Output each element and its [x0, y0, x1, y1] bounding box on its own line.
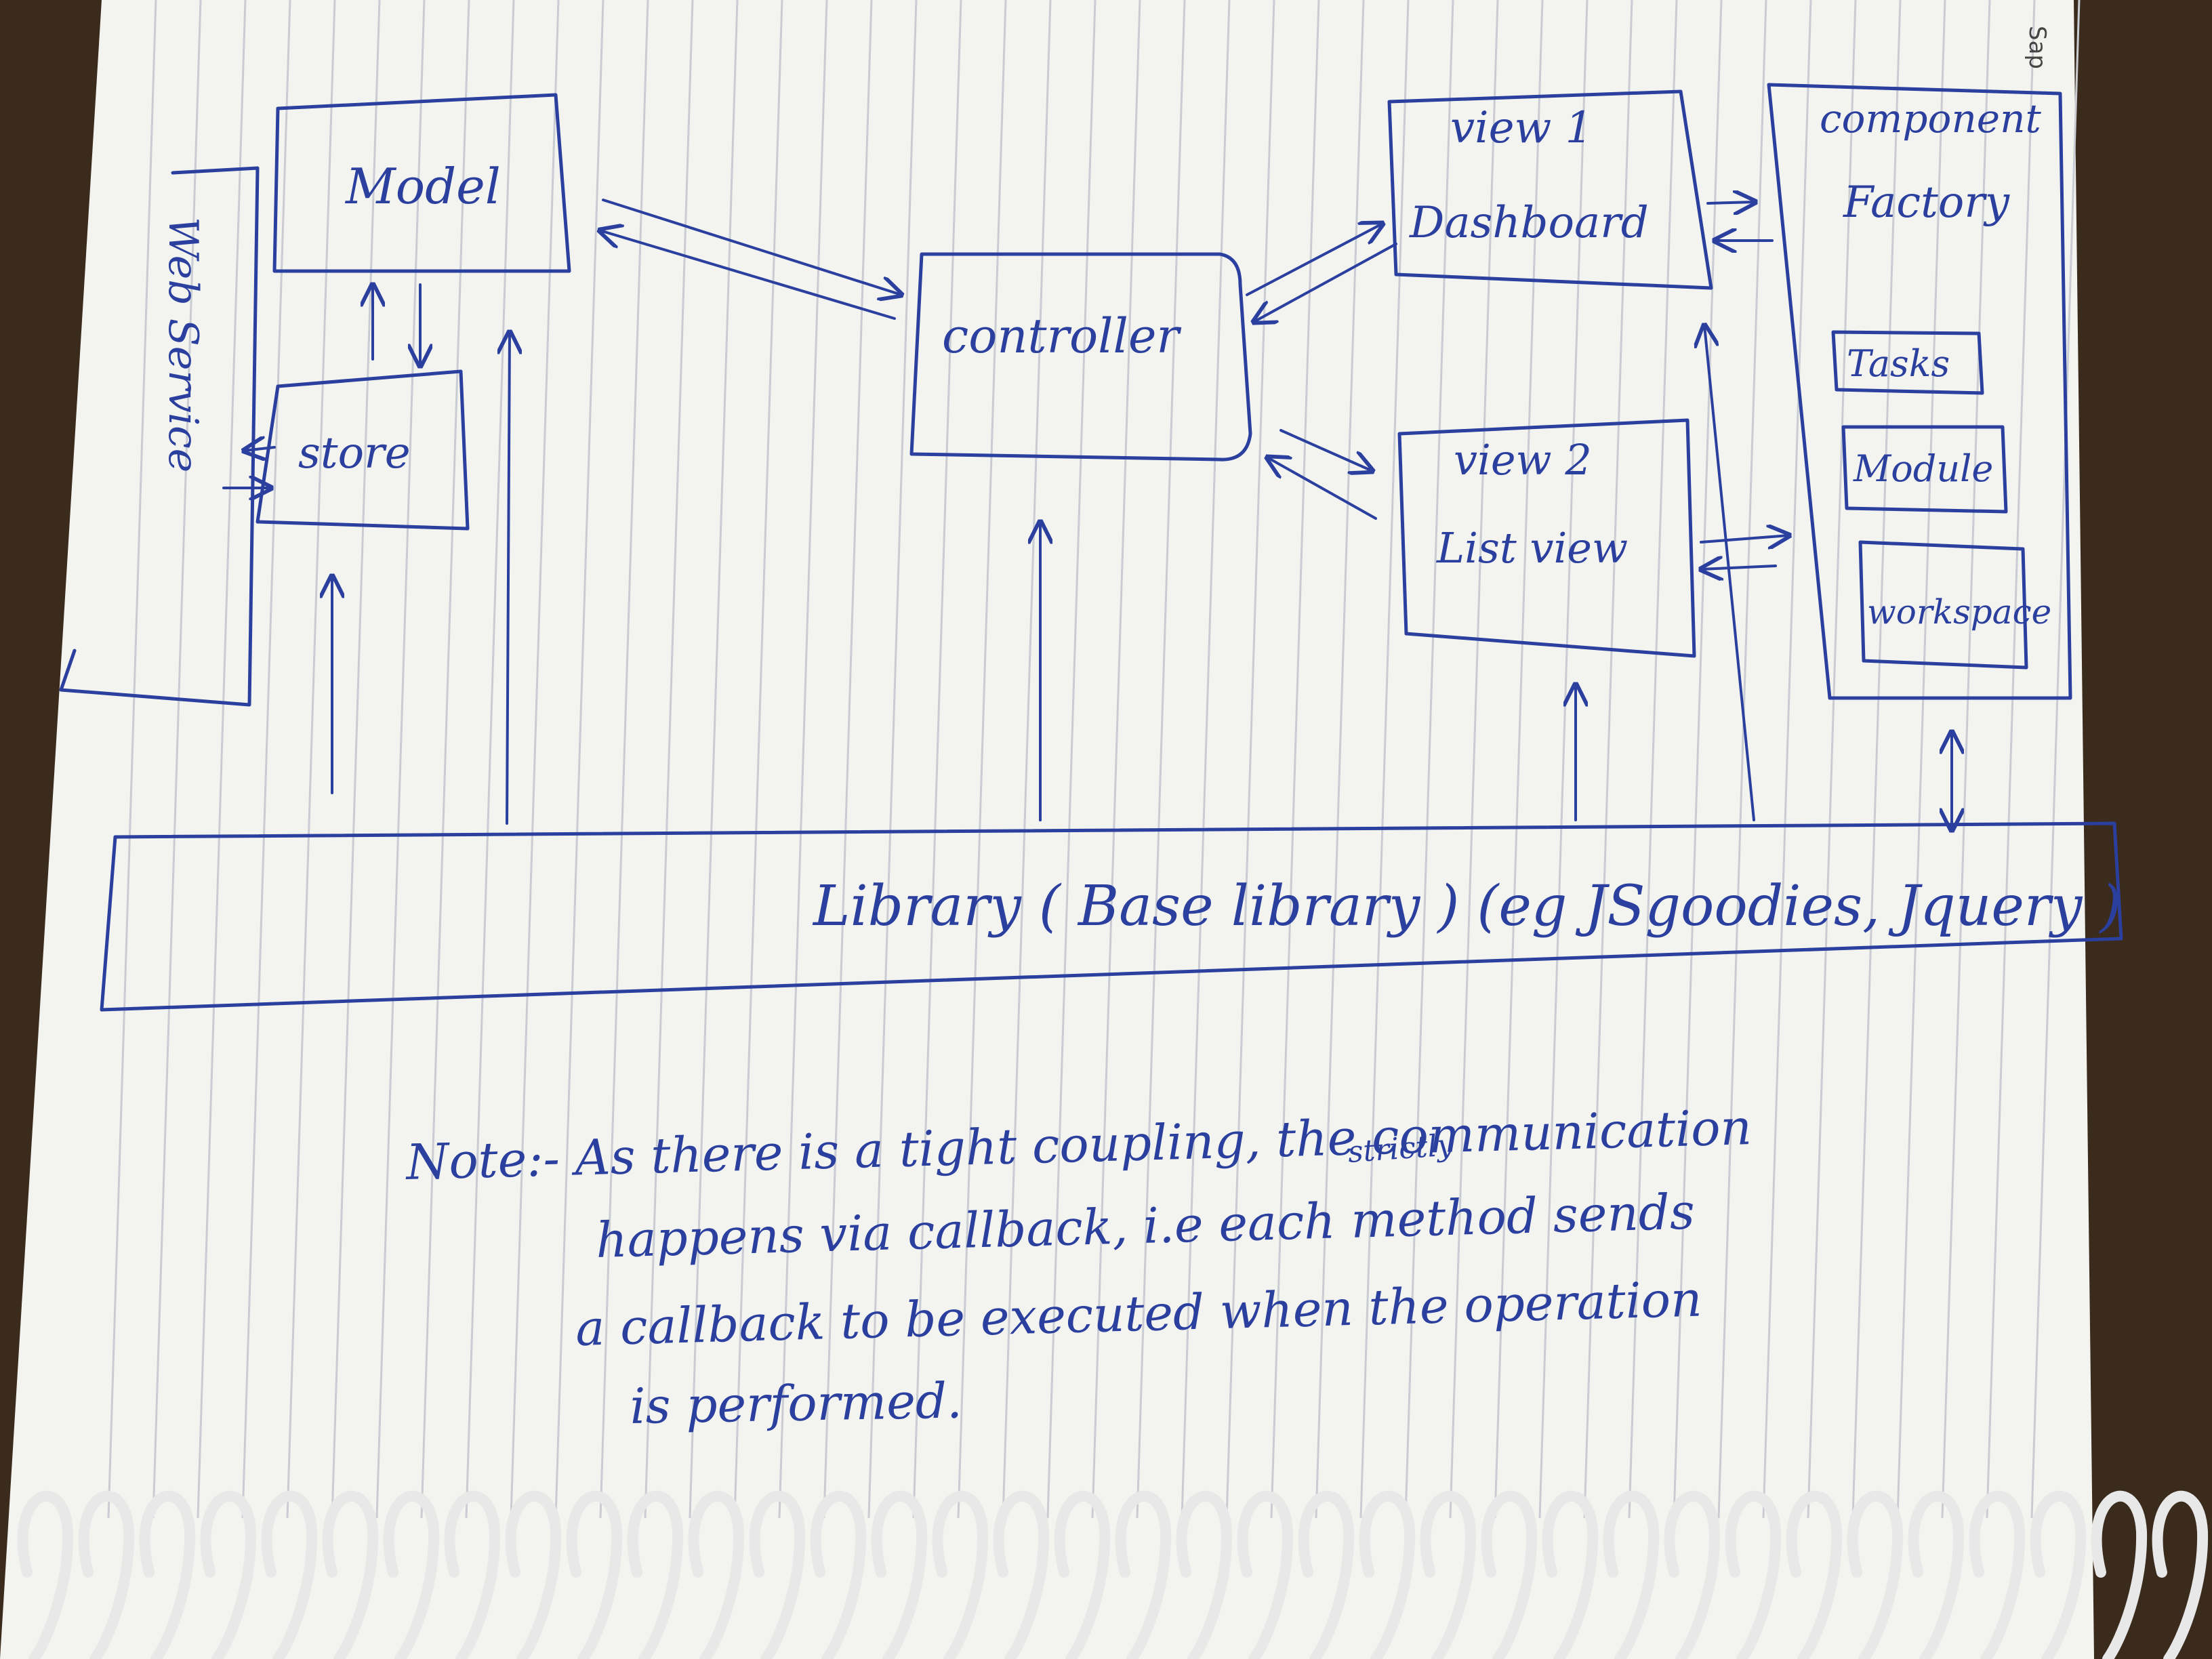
spiral-ring [1603, 1490, 1660, 1659]
spiral-ring [1298, 1490, 1355, 1659]
library-label: Library ( Base library ) (eg JSgoodies, … [812, 874, 2121, 939]
ruled-line [599, 0, 649, 1519]
ruled-line [1628, 0, 1678, 1519]
ruled-line [554, 0, 605, 1519]
spiral-ring [1359, 1490, 1416, 1659]
factory-title: component [1820, 96, 2041, 142]
view1-title: view 1 [1450, 103, 1593, 153]
component-factory-box: component Factory Tasks Module workspace [1767, 83, 2072, 700]
ruled-line [375, 0, 426, 1519]
spiral-binding [17, 1490, 2209, 1659]
ruled-line [1538, 0, 1589, 1519]
spiral-ring [810, 1490, 867, 1659]
controller-box: controller [909, 252, 1252, 462]
spiral-ring [1420, 1490, 1477, 1659]
view2-title: view 2 [1454, 435, 1592, 485]
workspace-label: workspace [1867, 592, 2051, 632]
spiral-ring [261, 1490, 318, 1659]
ruled-line [465, 0, 515, 1519]
spiral-ring [2030, 1490, 2087, 1659]
spiral-ring [2091, 1490, 2148, 1659]
controller-label: controller [942, 308, 1181, 364]
spiral-ring [1969, 1490, 2026, 1659]
spiral-ring [1908, 1490, 1965, 1659]
ruled-line [1986, 0, 2036, 1519]
model-box: Model [272, 93, 571, 273]
ruled-line [867, 0, 918, 1519]
spiral-ring [2152, 1490, 2209, 1659]
ruled-line [689, 0, 739, 1519]
spiral-ring [749, 1490, 806, 1659]
ruled-line [510, 0, 560, 1519]
spiral-ring [1054, 1490, 1111, 1659]
ruled-line [1404, 0, 1454, 1519]
ruled-line [1673, 0, 1723, 1519]
ruled-line [1851, 0, 1902, 1519]
spiral-ring [139, 1490, 196, 1659]
spiral-ring [1237, 1490, 1294, 1659]
spiral-ring [383, 1490, 440, 1659]
connectors [222, 200, 1952, 830]
ruled-line [1717, 0, 1767, 1519]
ruled-line [1583, 0, 1633, 1519]
spiral-ring [627, 1490, 684, 1659]
spiral-ring [932, 1490, 989, 1659]
note-line4: is performed. [630, 1372, 963, 1435]
ruled-line [331, 0, 381, 1519]
spiral-ring [1542, 1490, 1599, 1659]
spiral-ring [200, 1490, 257, 1659]
ruled-line [197, 0, 247, 1519]
tasks-label: Tasks [1847, 342, 1950, 385]
ruled-line [420, 0, 470, 1519]
ruled-line [152, 0, 202, 1519]
spiral-ring [566, 1490, 623, 1659]
spiral-ring [1664, 1490, 1721, 1659]
spiral-ring [322, 1490, 379, 1659]
web-service-box: Web Service [59, 166, 260, 707]
ruled-line [1762, 0, 1812, 1519]
spiral-ring [688, 1490, 745, 1659]
view1-name: Dashboard [1409, 198, 1649, 248]
store-label: store [298, 428, 411, 478]
spiral-ring [1786, 1490, 1843, 1659]
spiral-ring [505, 1490, 562, 1659]
spiral-ring [993, 1490, 1050, 1659]
spiral-ring [78, 1490, 135, 1659]
ruled-line [1896, 0, 1946, 1519]
view1-box: view 1 Dashboard [1387, 89, 1713, 290]
ruled-line [1359, 0, 1410, 1519]
spiral-ring [17, 1490, 74, 1659]
corner-mark: Sap [2024, 26, 2051, 69]
spiral-ring [1481, 1490, 1538, 1659]
view2-name: List view [1436, 523, 1628, 573]
ruled-line [644, 0, 694, 1519]
ruled-line [1449, 0, 1499, 1519]
module-label: Module [1853, 447, 1993, 490]
ruled-line [241, 0, 291, 1519]
spiral-ring [1115, 1490, 1172, 1659]
web-service-label: Web Service [159, 217, 207, 472]
spiral-ring [1176, 1490, 1233, 1659]
ruled-line [1494, 0, 1544, 1519]
library-box: Library ( Base library ) (eg JSgoodies, … [100, 821, 2123, 1012]
spiral-ring [1847, 1490, 1904, 1659]
ruled-line [1270, 0, 1320, 1519]
spiral-ring [871, 1490, 928, 1659]
ruled-line [1941, 0, 1991, 1519]
ruled-line [778, 0, 828, 1519]
ruled-line [1807, 0, 1857, 1519]
ruled-line [823, 0, 873, 1519]
ruled-line [2030, 0, 2081, 1519]
spiral-ring [1725, 1490, 1782, 1659]
factory-name: Factory [1843, 178, 2010, 228]
view2-box: view 2 List view [1397, 418, 1696, 658]
model-label: Model [344, 158, 501, 215]
spiral-ring [444, 1490, 501, 1659]
ruled-line [1315, 0, 1365, 1519]
ruled-line [286, 0, 336, 1519]
ruled-line [107, 0, 157, 1519]
ruled-line [1225, 0, 1275, 1519]
note-insertion: strictly [1347, 1128, 1456, 1170]
